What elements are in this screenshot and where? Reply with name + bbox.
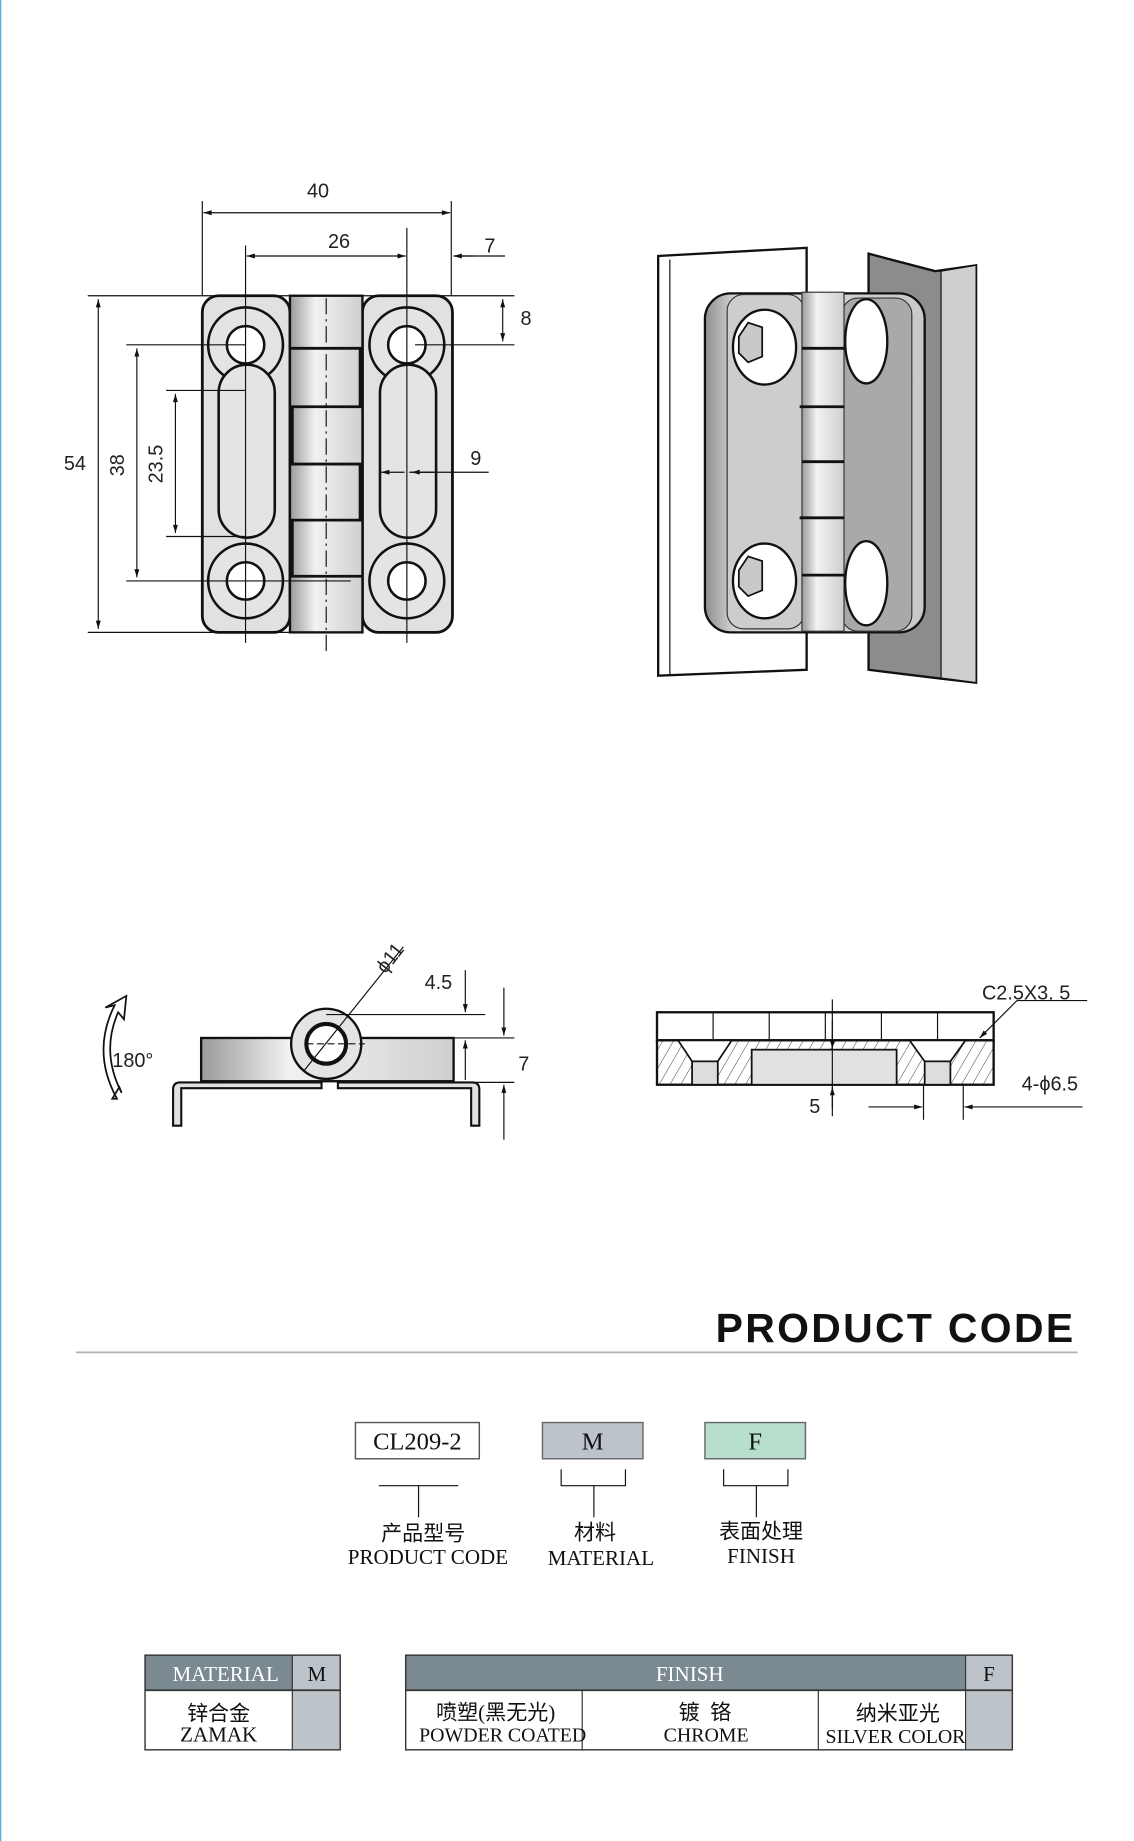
dim-hole-spacing-y: 38 <box>107 454 129 476</box>
finish-table: FINISH F 喷塑(黑无光) POWDER COATED 镀 铬 CHROM… <box>404 1654 1014 1751</box>
section-heading: PRODUCT CODE <box>716 1305 1076 1351</box>
finish-option-cn: 喷塑(黑无光) <box>436 1700 555 1724</box>
finish-header: FINISH <box>656 1662 724 1686</box>
section-view: C2.5X3. 5 4-ϕ6.5 5 <box>655 982 1088 1120</box>
dim-bottom: 5 <box>809 1096 820 1118</box>
finish-option-cn: 纳米亚光 <box>856 1702 940 1726</box>
material-box <box>541 1421 644 1460</box>
isometric-view <box>657 246 978 684</box>
dim-edge-y: 8 <box>521 308 532 330</box>
material-code-header: M <box>308 1662 327 1686</box>
dim-height: 54 <box>64 453 86 475</box>
finish-option-en: CHROME <box>664 1725 749 1747</box>
material-header: MATERIAL <box>173 1662 279 1686</box>
dim-holes: 4-ϕ6.5 <box>1022 1074 1078 1096</box>
code-box-value: CL209-2 <box>373 1428 462 1455</box>
label-finish-en: FINISH <box>727 1544 795 1568</box>
material-option-cn: 锌合金 <box>187 1702 250 1726</box>
finish-code-header: F <box>983 1662 995 1686</box>
rotation-label: 180° <box>112 1050 153 1072</box>
finish-box-value: F <box>748 1428 762 1455</box>
dim-slot-width: 9 <box>470 448 481 470</box>
finish-option-cn: 镀 铬 <box>679 1700 732 1724</box>
finish-option-en: SILVER COLOR <box>825 1726 966 1748</box>
front-view: 40 26 7 8 54 38 23.5 9 <box>64 181 532 655</box>
slot <box>217 363 277 539</box>
rotation-arrow-icon <box>102 994 128 1100</box>
side-view: ϕ11 4.5 7 180° <box>102 939 529 1140</box>
dim-width: 40 <box>307 181 329 203</box>
dim-hole-spacing-x: 26 <box>328 231 350 253</box>
material-option-en: ZAMAK <box>180 1723 257 1747</box>
dim-knuckle-diameter: ϕ11 <box>372 939 409 978</box>
finish-box <box>704 1421 807 1460</box>
slot <box>378 363 438 539</box>
label-material-cn: 材料 <box>574 1520 616 1544</box>
code-box <box>354 1421 481 1460</box>
dim-edge-x: 7 <box>484 235 495 257</box>
finish-option-en: POWDER COATED <box>419 1725 586 1747</box>
label-finish-cn: 表面处理 <box>719 1519 803 1543</box>
dim-thickness: 7 <box>518 1054 529 1076</box>
dim-chamfer: C2.5X3. 5 <box>982 982 1070 1004</box>
product-code-section: PRODUCT CODE CL209-2 M F 产品型号 PRODUCT CO… <box>76 1305 1078 1570</box>
label-material-en: MATERIAL <box>548 1546 654 1570</box>
dim-slot-length: 23.5 <box>146 445 168 484</box>
dim-knuckle-offset: 4.5 <box>425 972 453 994</box>
label-product-code-en: PRODUCT CODE <box>348 1545 508 1569</box>
material-table: MATERIAL M 锌合金 ZAMAK <box>144 1654 341 1751</box>
label-product-code-cn: 产品型号 <box>381 1522 465 1546</box>
material-box-value: M <box>582 1428 604 1455</box>
